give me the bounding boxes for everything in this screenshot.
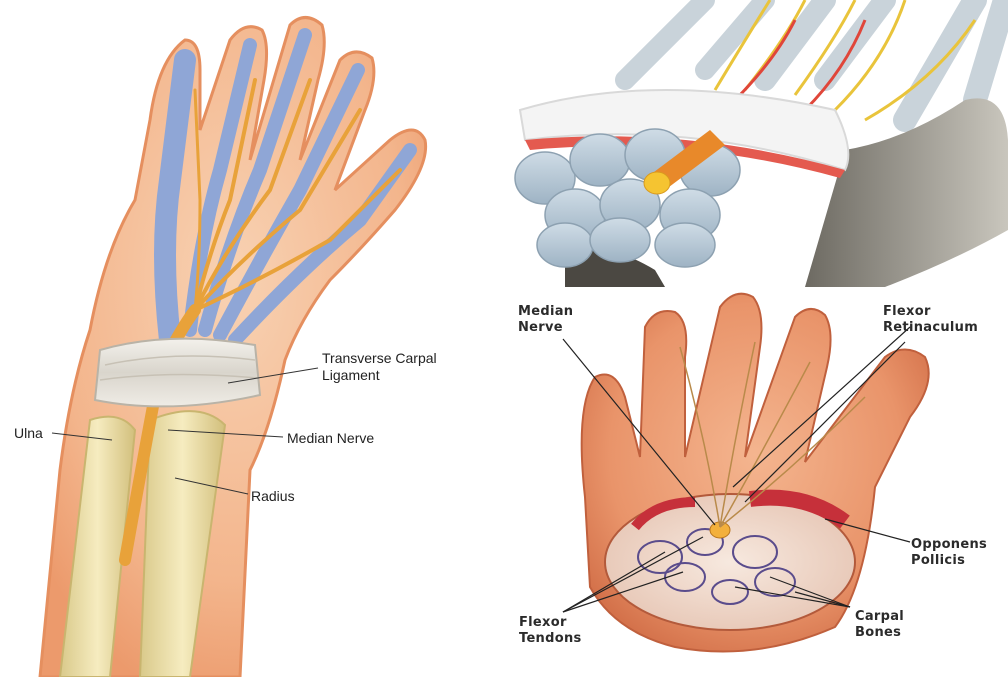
hand-wrist-illustration: Transverse Carpal Ligament Ulna Median N… <box>0 0 505 677</box>
label-line: Ligament <box>322 367 437 384</box>
wrist-cross-section <box>605 494 855 630</box>
label-line: Pollicis <box>911 553 987 569</box>
label-line: Tendons <box>519 631 582 647</box>
label-line: Flexor <box>519 615 582 631</box>
carpal-tunnel-3d-svg <box>505 0 1008 287</box>
label-transverse-carpal-ligament: Transverse Carpal Ligament <box>322 350 437 384</box>
label-line: Transverse Carpal <box>322 350 437 367</box>
label-radius: Radius <box>251 488 295 505</box>
label-median-nerve: Median Nerve <box>287 430 374 447</box>
label-flexor-tendons: Flexor Tendons <box>519 615 582 647</box>
transverse-carpal-ligament <box>95 339 260 407</box>
label-line: Retinaculum <box>883 320 978 336</box>
label-flexor-retinaculum: Flexor Retinaculum <box>883 304 978 336</box>
label-line: Flexor <box>883 304 978 320</box>
label-ulna: Ulna <box>14 425 43 442</box>
label-line: Bones <box>855 625 904 641</box>
carpal-tunnel-3d-illustration <box>505 0 1008 287</box>
label-carpal-bones: Carpal Bones <box>855 609 904 641</box>
label-opponens-pollicis: Opponens Pollicis <box>911 537 987 569</box>
label-line: Nerve <box>518 320 573 336</box>
label-line: Median <box>518 304 573 320</box>
hand-wrist-svg <box>0 0 505 677</box>
label-line: Carpal <box>855 609 904 625</box>
label-line: Opponens <box>911 537 987 553</box>
label-median-nerve-br: Median Nerve <box>518 304 573 336</box>
palm-cross-section-illustration: Median Nerve Flexor Retinaculum Opponens… <box>505 287 1008 677</box>
